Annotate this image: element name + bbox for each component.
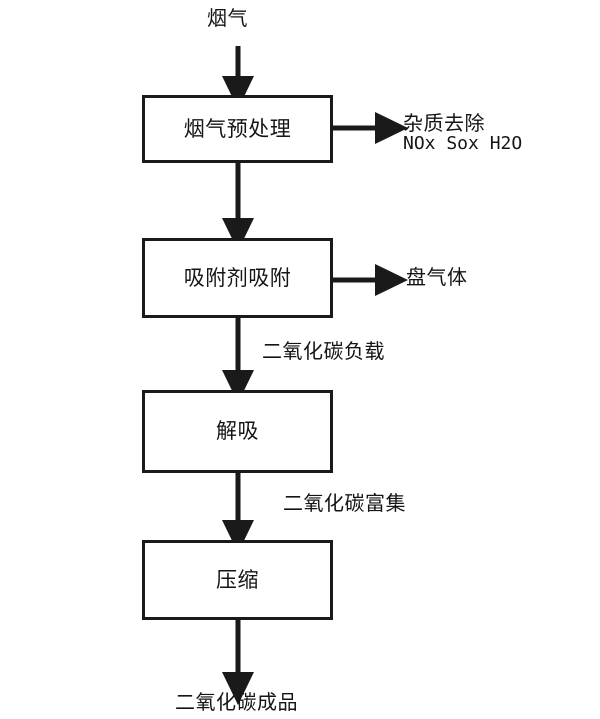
node-desorption-label: 解吸 bbox=[216, 419, 259, 443]
inlet-label: 烟气 bbox=[207, 6, 248, 30]
label-co2-loaded: 二氧化碳负载 bbox=[262, 339, 385, 363]
label-lean-gas: 盘气体 bbox=[406, 265, 468, 289]
node-pretreatment[interactable]: 烟气预处理 bbox=[142, 95, 333, 163]
node-desorption[interactable]: 解吸 bbox=[142, 390, 333, 473]
outlet-label: 二氧化碳成品 bbox=[175, 690, 298, 714]
label-impurity-removal: 杂质去除 NOx Sox H2O bbox=[403, 113, 522, 154]
node-compression-label: 压缩 bbox=[216, 567, 259, 592]
node-compression[interactable]: 压缩 bbox=[142, 540, 333, 620]
node-adsorption[interactable]: 吸附剂吸附 bbox=[142, 238, 333, 318]
label-co2-enriched: 二氧化碳富集 bbox=[283, 491, 406, 515]
node-adsorption-label: 吸附剂吸附 bbox=[183, 265, 292, 290]
node-pretreatment-label: 烟气预处理 bbox=[183, 116, 292, 141]
impurity-removal-title: 杂质去除 bbox=[403, 111, 485, 135]
impurity-removal-species: NOx Sox H2O bbox=[403, 133, 523, 154]
